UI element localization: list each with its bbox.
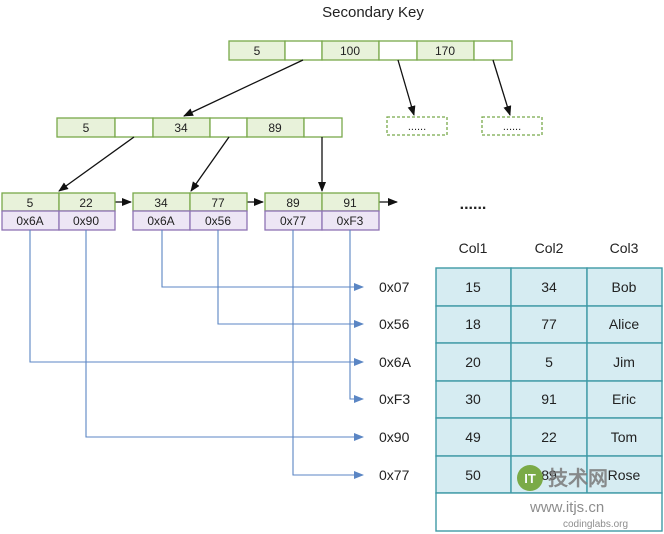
table-row: 30 91 Eric bbox=[435, 380, 663, 419]
table-cell: 22 bbox=[541, 429, 557, 445]
leaf-key: 89 bbox=[286, 196, 300, 210]
table-row: 20 5 Jim bbox=[435, 342, 663, 382]
leaf-node: 89 91 0x77 0xF3 bbox=[264, 192, 380, 231]
watermark-source: codinglabs.org bbox=[563, 519, 628, 530]
root-key: 170 bbox=[435, 44, 455, 58]
address-link bbox=[161, 230, 364, 291]
column-header: Col2 bbox=[535, 240, 564, 256]
row-address: 0x77 bbox=[379, 467, 410, 483]
table-cell: 34 bbox=[541, 279, 557, 295]
leaf-key: 5 bbox=[27, 196, 34, 210]
root-pointer-cell bbox=[378, 40, 418, 61]
tree-arrow bbox=[58, 136, 135, 192]
table-cell: Rose bbox=[608, 467, 641, 483]
placeholder-node: ...... bbox=[481, 116, 543, 136]
leaf-key: 22 bbox=[79, 196, 93, 210]
table-cell: Alice bbox=[609, 316, 640, 332]
watermark: IT 技术网 www.itjs.cn codinglabs.org bbox=[517, 465, 628, 530]
address-link bbox=[217, 230, 364, 328]
svg-text:IT: IT bbox=[524, 471, 536, 486]
watermark-logo-text: 技术网 bbox=[548, 466, 608, 490]
table-cell: Bob bbox=[612, 279, 637, 295]
row-address: 0x90 bbox=[379, 429, 410, 445]
leaf-key: 34 bbox=[154, 196, 168, 210]
table-cell: 77 bbox=[541, 316, 557, 332]
diagram-title: Secondary Key bbox=[322, 4, 424, 21]
tree-arrow bbox=[492, 59, 512, 116]
address-link bbox=[292, 230, 364, 479]
leaf-address: 0x90 bbox=[73, 214, 99, 228]
leaf-address-cell bbox=[58, 210, 116, 231]
root-pointer-cell bbox=[473, 40, 513, 61]
leaf-ellipsis: ...... bbox=[460, 196, 487, 213]
leaf-key: 91 bbox=[343, 196, 357, 210]
leaf-key: 77 bbox=[211, 196, 225, 210]
leaf-address: 0xF3 bbox=[337, 214, 364, 228]
table-cell: 89 bbox=[541, 467, 557, 483]
level2-node: 5 34 89 bbox=[56, 117, 343, 138]
table-cell: 30 bbox=[465, 391, 481, 407]
placeholder-node: ...... bbox=[386, 116, 448, 136]
tree-arrow bbox=[190, 136, 230, 192]
placeholder-label: ...... bbox=[503, 121, 521, 133]
level2-pointer-cell bbox=[114, 117, 154, 138]
address-link bbox=[29, 230, 364, 366]
column-header: Col1 bbox=[459, 240, 488, 256]
table-header: Col1 Col2 Col3 bbox=[459, 240, 639, 256]
root-key: 100 bbox=[340, 44, 360, 58]
table-cell: 20 bbox=[465, 354, 481, 370]
row-address-labels: 0x07 0x56 0x6A 0xF3 0x90 0x77 bbox=[379, 279, 412, 483]
root-key: 5 bbox=[254, 44, 261, 58]
leaf-node: 5 22 0x6A 0x90 bbox=[1, 192, 116, 231]
leaf-address: 0x77 bbox=[280, 214, 306, 228]
level2-key: 5 bbox=[83, 121, 90, 135]
leaf-address: 0x6A bbox=[16, 214, 43, 228]
watermark-logo-icon bbox=[517, 465, 543, 491]
level2-key: 89 bbox=[268, 121, 282, 135]
tree-arrow bbox=[183, 59, 304, 117]
table-cell: 5 bbox=[545, 354, 553, 370]
level2-key: 34 bbox=[174, 121, 188, 135]
table-cell: Eric bbox=[612, 391, 636, 407]
row-address: 0xF3 bbox=[379, 391, 410, 407]
root-pointer-cell bbox=[284, 40, 323, 61]
placeholder-label: ...... bbox=[408, 121, 426, 133]
tree-arrows bbox=[58, 59, 512, 206]
table-row: 18 77 Alice bbox=[435, 305, 663, 344]
data-table: 15 34 Bob 18 77 Alice 20 5 Jim 30 91 Eri… bbox=[435, 267, 663, 532]
table-cell: 18 bbox=[465, 316, 481, 332]
row-address: 0x56 bbox=[379, 316, 410, 332]
table-cell: 91 bbox=[541, 391, 557, 407]
row-address: 0x07 bbox=[379, 279, 410, 295]
table-cell: 15 bbox=[465, 279, 481, 295]
table-cell: 49 bbox=[465, 429, 481, 445]
table-cell: 50 bbox=[465, 467, 481, 483]
table-row: 15 34 Bob bbox=[435, 267, 663, 307]
address-link bbox=[349, 230, 364, 403]
root-node: 5 100 170 bbox=[228, 40, 513, 61]
watermark-url: www.itjs.cn bbox=[529, 499, 604, 516]
leaf-node: 34 77 0x6A 0x56 bbox=[132, 192, 248, 231]
table-cell: Tom bbox=[611, 429, 637, 445]
level2-pointer-cell bbox=[303, 117, 343, 138]
table-row: 49 22 Tom bbox=[435, 417, 663, 457]
table-cell: Jim bbox=[613, 354, 635, 370]
row-address: 0x6A bbox=[379, 354, 412, 370]
column-header: Col3 bbox=[610, 240, 639, 256]
table-empty-row bbox=[435, 492, 663, 532]
address-link bbox=[85, 230, 364, 441]
tree-arrow bbox=[397, 59, 416, 116]
leaf-address: 0x6A bbox=[147, 214, 174, 228]
address-links bbox=[29, 230, 364, 479]
leaf-address: 0x56 bbox=[205, 214, 231, 228]
level2-pointer-cell bbox=[209, 117, 248, 138]
